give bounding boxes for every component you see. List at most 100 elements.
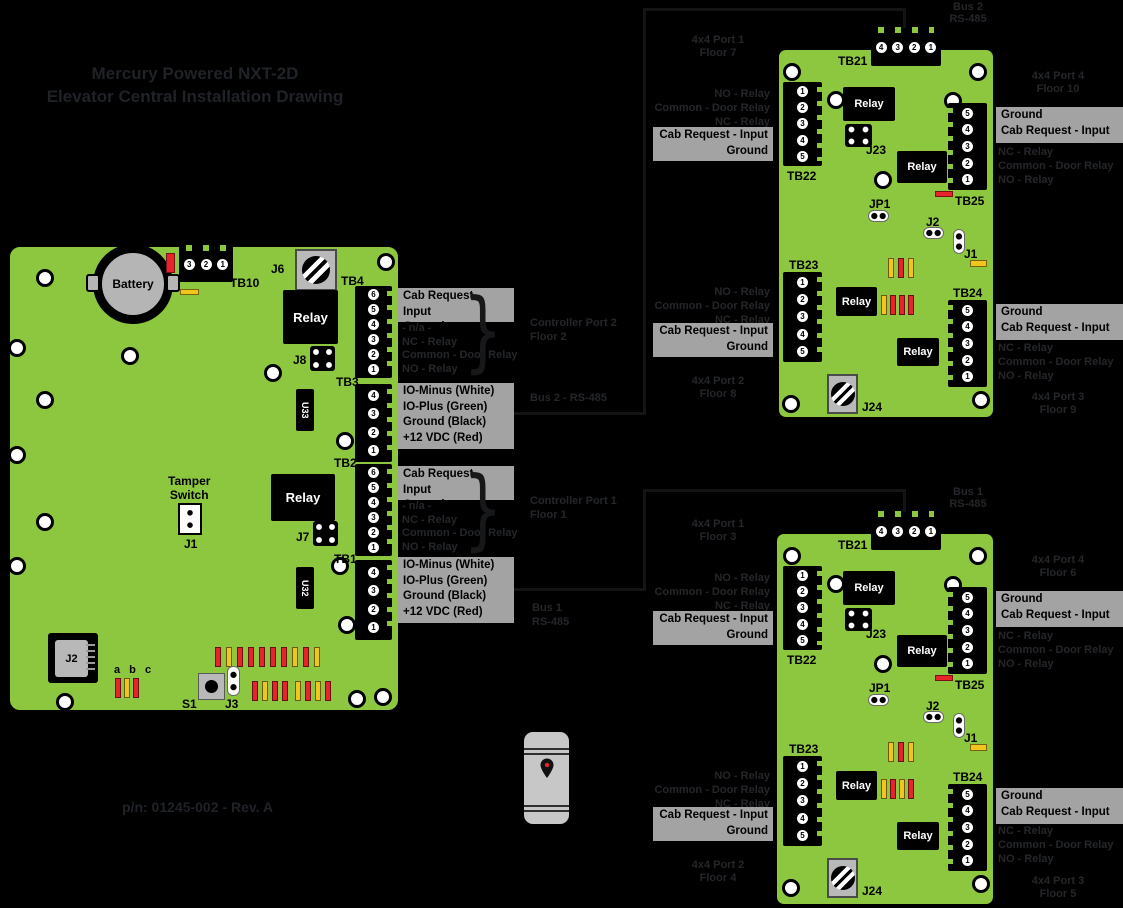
u32-ic: U32: [296, 567, 314, 609]
pin-2: 2: [961, 353, 974, 367]
pin-4: 4: [367, 318, 380, 331]
j3-jumper: [227, 666, 240, 696]
j6-sounder: [295, 249, 337, 291]
ghost-line: 4x4 Port 3: [1031, 875, 1085, 887]
ghost-line: Controller Port 2: [530, 317, 617, 329]
pin-3: 3: [367, 333, 380, 346]
connector-teeth: [878, 511, 934, 517]
port3-label: 4x4 Port 3 Floor 5: [1016, 875, 1100, 901]
pin-5: 5: [961, 303, 974, 317]
red-led: [305, 681, 311, 701]
callout-line: Cab Request - Input: [1001, 124, 1110, 137]
bus2-wire: [643, 8, 646, 415]
callout-line: Ground (Black): [403, 416, 487, 428]
ghost-line: NC - Relay: [998, 825, 1054, 837]
ghost-line: Common - Door Relay: [654, 784, 770, 796]
connector-teeth: [947, 305, 953, 382]
red-led: [898, 258, 904, 278]
reader-trim-line: [524, 753, 569, 755]
ghost-line: RS-485: [949, 13, 987, 25]
pin-1: 1: [924, 524, 938, 538]
drawing-title: Mercury Powered NXT-2D Elevator Central …: [30, 62, 360, 108]
bus1-label: Bus 1 RS-485: [532, 601, 569, 629]
pin-1: 1: [367, 621, 380, 635]
status-led-row: [215, 647, 320, 667]
ghost-line: Controller Port 1: [530, 495, 617, 507]
ghost-line: Floor 5: [1039, 888, 1077, 900]
mounting-hole: [377, 253, 395, 271]
ground-cab-request-box: Ground Cab Request - Input: [996, 107, 1123, 143]
ghost-line: Floor 8: [699, 388, 737, 400]
connector-teeth: [817, 571, 823, 645]
ghost-line: Bus 1: [953, 486, 983, 498]
red-led: [890, 295, 896, 315]
location-pin-icon: [540, 758, 554, 778]
jp1-label: JP1: [869, 681, 891, 695]
battery: Battery: [100, 251, 166, 317]
yellow-led: [262, 681, 268, 701]
relay-1: Relay: [843, 571, 895, 605]
controller-port1-label: Controller Port 1 Floor 1: [530, 494, 617, 522]
ghost-line: Common - Door Relay: [998, 160, 1114, 172]
j8-jumper-block: [310, 346, 335, 371]
jp1-jumper: [868, 210, 889, 222]
relay-4: Relay: [897, 338, 939, 366]
relay-pin-labels: NC - Relay Common - Door Relay NO - Rela…: [998, 824, 1114, 866]
callout-line: Ground: [726, 628, 768, 641]
bus2-wire: [643, 8, 905, 11]
ghost-line: NO - Relay: [402, 540, 458, 553]
callout-line: Cab Request - Input: [659, 325, 768, 337]
pin-3: 3: [961, 139, 974, 153]
callout-line: Cab Request - Input: [403, 468, 481, 496]
j3-label: J3: [225, 697, 239, 711]
red-led: [898, 742, 904, 762]
ghost-line: RS-485: [532, 616, 570, 628]
connector-teeth: [387, 291, 393, 373]
callout-line: IO-Plus (Green): [403, 400, 488, 413]
port1-label: 4x4 Port 1 Floor 7: [668, 34, 768, 60]
callout-line: Ground: [726, 144, 768, 157]
port4-label: 4x4 Port 4 Floor 10: [1016, 70, 1100, 96]
red-led: [237, 647, 243, 667]
pin-3: 3: [796, 794, 809, 808]
pin-1: 1: [367, 443, 380, 457]
relay-pin-labels: NO - Relay Common - Door Relay NC - Rela…: [650, 571, 770, 613]
pin-4: 4: [874, 524, 888, 538]
j1-jumper: [953, 713, 965, 738]
pin-4: 4: [961, 607, 974, 621]
bus1-wire: [514, 588, 646, 591]
tb25-label: TB25: [955, 194, 985, 208]
port1-label: 4x4 Port 1 Floor 3: [668, 518, 768, 544]
red-led: [270, 647, 276, 667]
ghost-line: Floor 7: [699, 47, 737, 59]
callout-line: Cab Request - Input: [1001, 321, 1110, 334]
j24-sounder: [827, 858, 858, 898]
red-led: [215, 647, 221, 667]
relay-2: Relay: [897, 151, 947, 183]
j24-label: J24: [862, 884, 883, 898]
tamper-label-line1: Tamper: [168, 474, 211, 488]
reader-trim-line: [524, 748, 569, 750]
ghost-line: Floor 3: [699, 531, 737, 543]
ghost-line: Common - Door Relay: [654, 102, 770, 114]
part-number: p/n: 01245-002 - Rev. A: [122, 799, 273, 815]
pin-1: 1: [367, 363, 380, 376]
ground-cab-request-box: Ground Cab Request - Input: [996, 788, 1123, 824]
pin-3: 3: [961, 623, 974, 637]
ghost-line: NO - Relay: [714, 770, 770, 782]
tb21-label: TB21: [838, 538, 868, 552]
ghost-line: 4x4 Port 3: [1031, 391, 1085, 403]
red-led: [252, 681, 258, 701]
red-led: [133, 678, 139, 698]
tb25-led: [935, 191, 953, 197]
callout-line: Ground (Black): [403, 590, 487, 602]
bus1-label: Bus 1 RS-485: [940, 486, 996, 510]
drawing-title-line2: Elevator Central Installation Drawing: [46, 87, 344, 106]
